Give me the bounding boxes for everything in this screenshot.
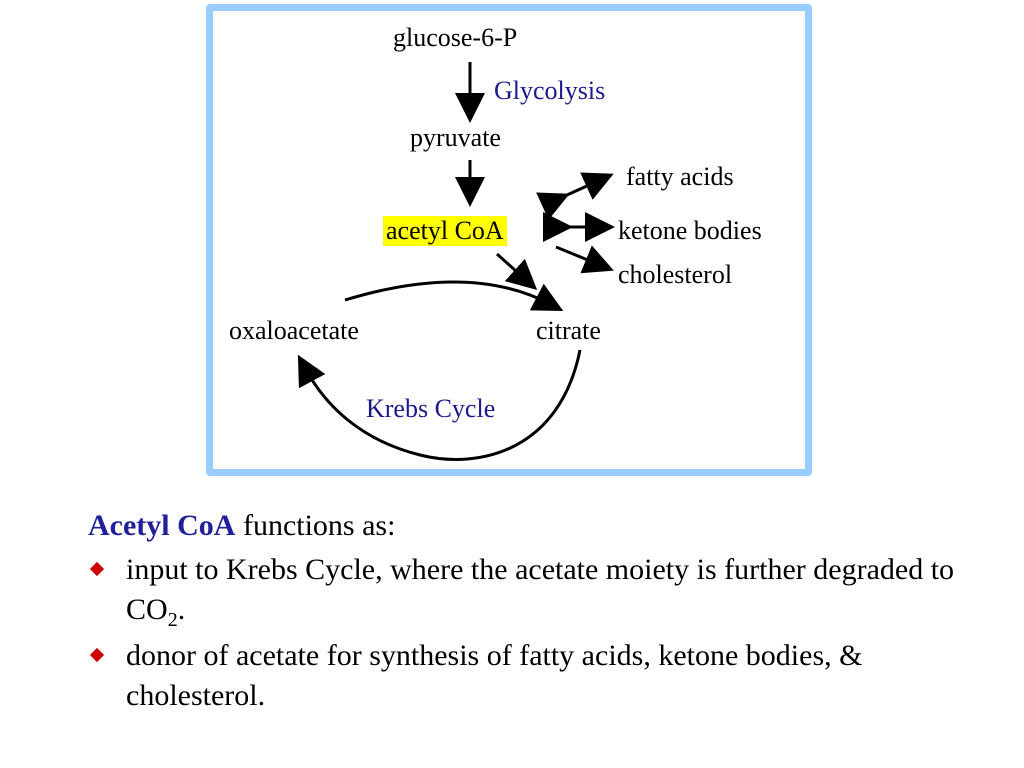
bullet-krebs-period: . xyxy=(177,593,186,626)
node-cholesterol: cholesterol xyxy=(618,260,733,289)
list-item: input to Krebs Cycle, where the acetate … xyxy=(88,550,988,630)
node-fatty-acids: fatty acids xyxy=(626,162,734,191)
list-item: donor of acetate for synthesis of fatty … xyxy=(88,636,988,716)
node-citrate: citrate xyxy=(536,316,601,345)
co2-subscript: 2 xyxy=(167,609,178,631)
arrow-citrate-to-oxaloacetate xyxy=(297,349,582,461)
diagram-frame xyxy=(206,4,812,476)
node-ketone-bodies: ketone bodies xyxy=(618,216,762,245)
bullet-donor-text: donor of acetate for synthesis of fatty … xyxy=(126,639,863,712)
heading-acetyl-coa: Acetyl CoA xyxy=(88,509,236,542)
arrow-oxaloacetate-to-citrate xyxy=(344,280,564,311)
node-glucose-6-p: glucose-6-P xyxy=(393,23,518,52)
node-oxaloacetate: oxaloacetate xyxy=(229,316,359,345)
node-acetyl-coa: acetyl CoA xyxy=(383,216,507,246)
bullet-krebs-text: input to Krebs Cycle, where the acetate … xyxy=(126,553,955,626)
diamond-bullet-icon xyxy=(89,561,105,577)
node-pyruvate: pyruvate xyxy=(410,123,501,152)
label-krebs-cycle: Krebs Cycle xyxy=(366,394,496,423)
functions-heading: Acetyl CoA functions as: xyxy=(88,506,988,546)
arrow-acetylcoa-cholesterol xyxy=(555,245,614,274)
explanation-text: Acetyl CoA functions as: input to Krebs … xyxy=(88,506,988,722)
function-list: input to Krebs Cycle, where the acetate … xyxy=(88,550,988,716)
label-glycolysis: Glycolysis xyxy=(494,76,606,105)
arrow-acetylcoa-fattyacids xyxy=(536,172,614,220)
arrow-acetylcoa-citrate xyxy=(495,252,538,291)
heading-rest: functions as: xyxy=(235,509,396,542)
diamond-bullet-icon xyxy=(89,647,105,663)
